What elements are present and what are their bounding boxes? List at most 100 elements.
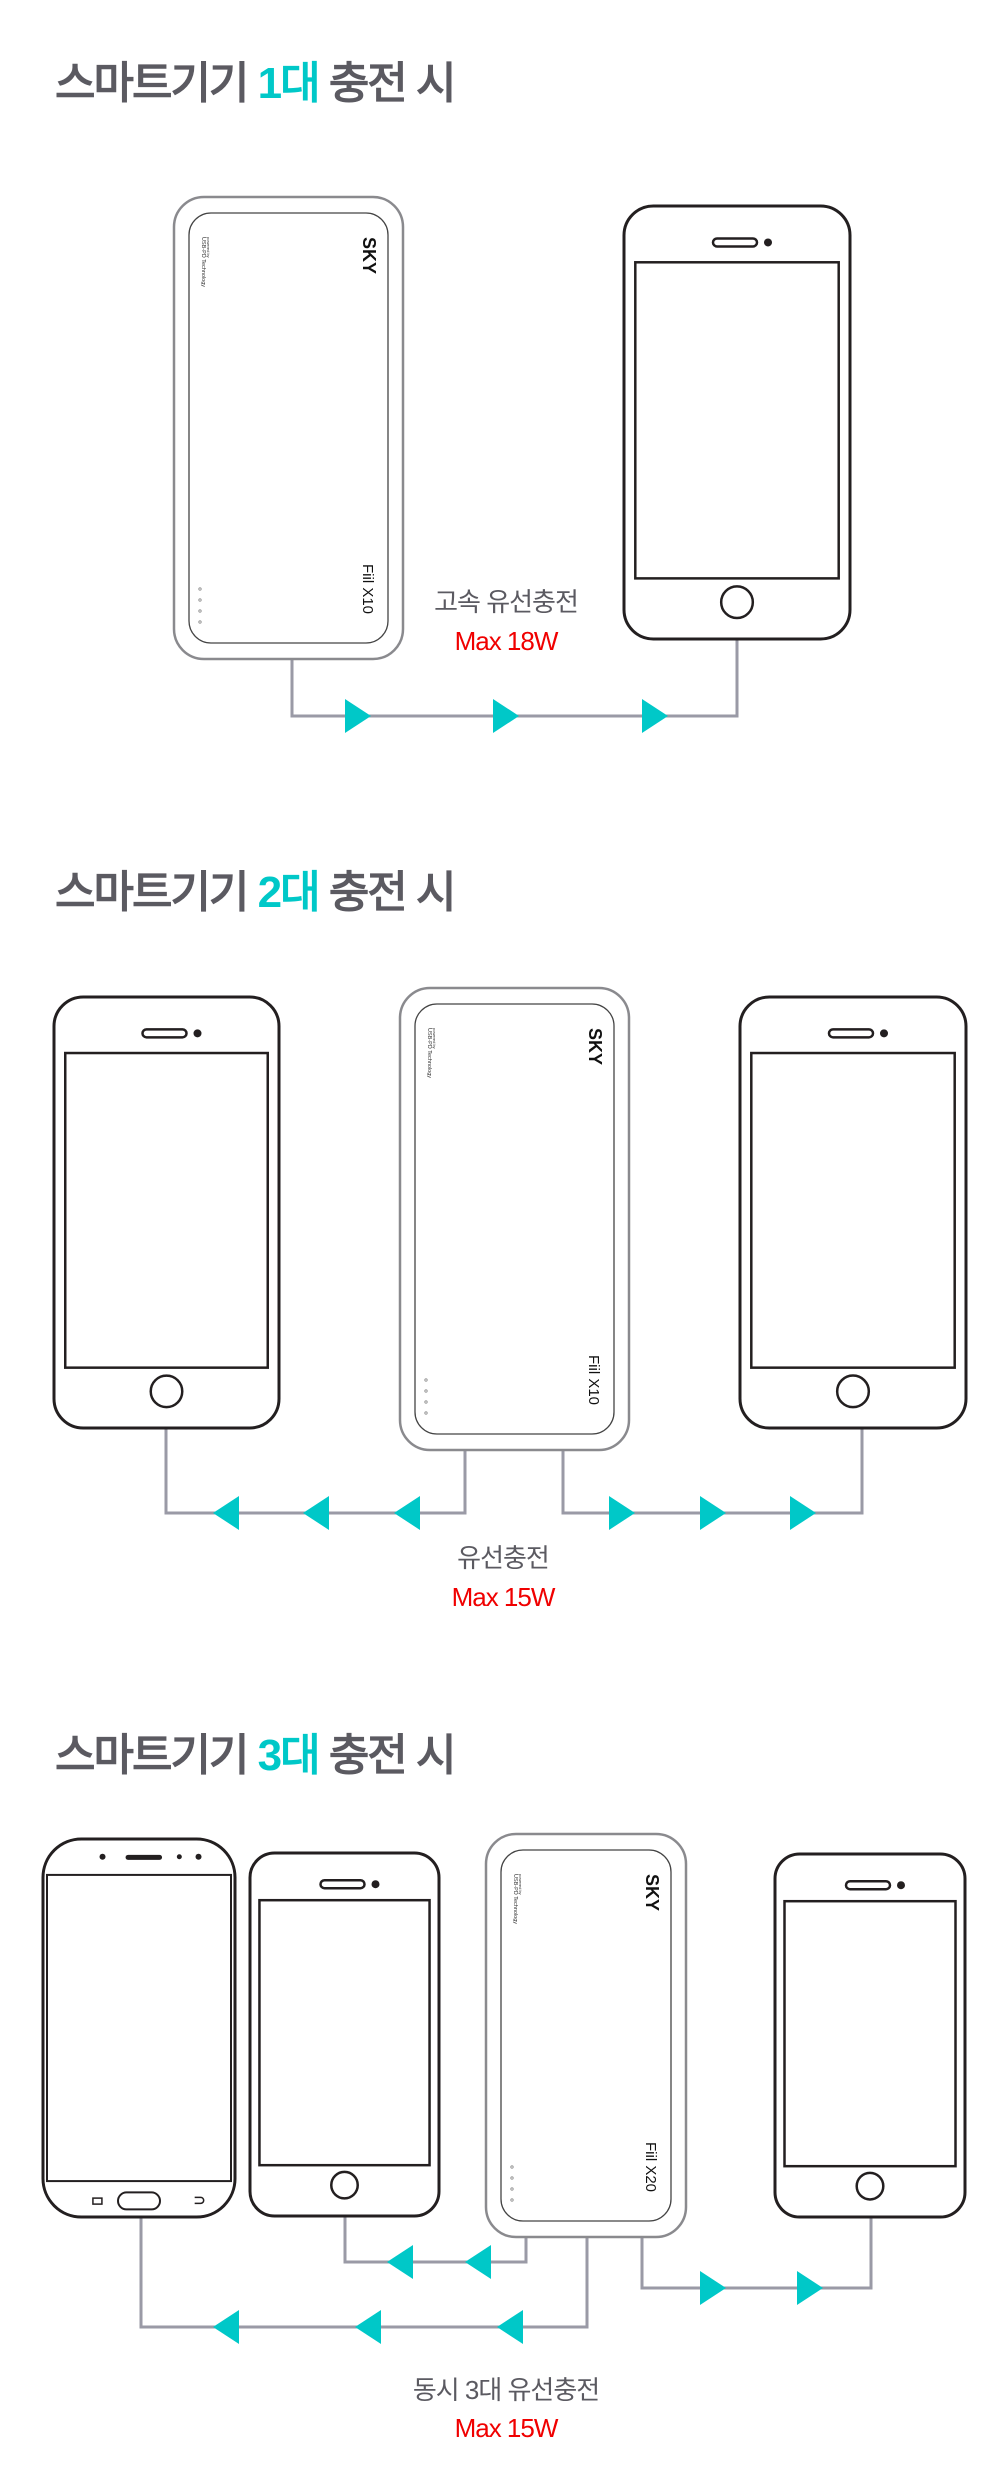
device-count: 2대 (257, 868, 321, 917)
phone-screen (64, 1051, 269, 1369)
arrow-left-icon (387, 2245, 413, 2279)
recent-apps-icon (92, 2197, 103, 2205)
arrow-right-icon (797, 2271, 823, 2305)
arrow-left-icon (497, 2310, 523, 2344)
brand-logo: SKY (585, 1028, 605, 1065)
model-name: Fiil X20 (642, 2142, 659, 2192)
section-2-max-power: Max 15W (451, 1582, 556, 1612)
phone-screen (258, 1898, 431, 2167)
tech-label: USB-PD Technology (426, 1028, 432, 1078)
phone-screen (46, 1873, 232, 2183)
led-indicator-icon (198, 598, 202, 602)
section-3-max-power: Max 15W (454, 2413, 559, 2443)
phone-screen (783, 1899, 957, 2168)
section-2-caption: 유선충전 (457, 1543, 550, 1573)
model-name: Fiil X10 (359, 564, 376, 614)
arrow-left-icon (394, 1496, 420, 1530)
home-button-icon (855, 2171, 885, 2201)
cable (343, 2216, 528, 2264)
android-phone (41, 1837, 237, 2219)
arrow-left-icon (465, 2245, 491, 2279)
home-button-icon (149, 1374, 184, 1409)
title-suffix: 충전 시 (328, 868, 457, 917)
power-bank-face (414, 1003, 615, 1435)
led-indicator-icon (424, 1378, 428, 1382)
home-button-icon (117, 2191, 161, 2211)
led-indicator-icon (424, 1389, 428, 1393)
arrow-right-icon (642, 699, 668, 733)
arrow-right-icon (609, 1496, 635, 1530)
tech-label: USB-PD Technology (512, 1874, 518, 1924)
speaker-icon (125, 1854, 163, 1860)
arrow-left-icon (213, 2310, 239, 2344)
device-count: 3대 (257, 1731, 321, 1780)
arrow-left-icon (355, 2310, 381, 2344)
camera-icon (897, 1881, 905, 1890)
speaker-icon (711, 237, 759, 248)
iphone (52, 995, 281, 1430)
led-indicator-icon (198, 620, 202, 624)
power-bank-face (500, 1849, 672, 2222)
led-indicator-icon (510, 2176, 514, 2180)
iphone (773, 1852, 967, 2219)
phone-screen (750, 1051, 956, 1369)
arrow-right-icon (345, 699, 371, 733)
tagline: powered by (432, 1028, 437, 1049)
camera-icon (880, 1029, 888, 1038)
speaker-icon (827, 1028, 875, 1039)
tagline: powered by (518, 1874, 523, 1895)
led-indicator-icon (510, 2165, 514, 2169)
title-suffix: 충전 시 (328, 59, 457, 108)
device-count: 1대 (257, 59, 321, 108)
iphone (248, 1851, 441, 2218)
led-indicator-icon (510, 2198, 514, 2202)
tagline: powered by (206, 237, 211, 258)
home-button-icon (835, 1374, 871, 1409)
sensor-icon (195, 1853, 202, 1860)
section-3-caption: 동시 3대 유선충전 (412, 2375, 600, 2405)
brand-logo: SKY (642, 1874, 662, 1911)
section-1-caption: 고속 유선충전 (434, 587, 579, 617)
tech-label: USB-PD Technology (200, 237, 206, 287)
arrow-left-icon (213, 1496, 239, 1530)
model-name: Fiil X10 (585, 1355, 602, 1405)
section-1-title: 스마트기기 1대 충전 시 (55, 59, 457, 108)
back-icon (194, 2196, 205, 2205)
iphone (738, 995, 968, 1430)
arrow-left-icon (303, 1496, 329, 1530)
speaker-icon (844, 1879, 892, 1891)
led-indicator-icon (424, 1400, 428, 1404)
home-button-icon (330, 2170, 359, 2200)
iphone (622, 204, 852, 641)
arrow-right-icon (493, 699, 519, 733)
camera-icon (193, 1029, 202, 1038)
arrow-right-icon (700, 1496, 726, 1530)
power-bank-face (188, 212, 389, 644)
home-button-icon (719, 585, 755, 620)
title-suffix: 충전 시 (328, 1731, 457, 1780)
title-prefix: 스마트기기 (55, 59, 249, 108)
speaker-icon (141, 1028, 188, 1039)
section-1-max-power: Max 18W (454, 626, 559, 656)
section-2-title: 스마트기기 2대 충전 시 (55, 868, 457, 917)
title-prefix: 스마트기기 (55, 868, 249, 917)
front-camera-icon (99, 1853, 106, 1860)
cable (640, 2217, 873, 2290)
title-prefix: 스마트기기 (55, 1731, 249, 1780)
led-indicator-icon (424, 1411, 428, 1415)
camera-icon (764, 238, 772, 247)
arrow-right-icon (790, 1496, 816, 1530)
camera-icon (371, 1880, 380, 1889)
section-3-title: 스마트기기 3대 충전 시 (55, 1731, 457, 1780)
led-indicator-icon (510, 2187, 514, 2191)
sensor-icon (176, 1854, 182, 1860)
led-indicator-icon (198, 587, 202, 591)
led-indicator-icon (198, 609, 202, 613)
phone-screen (634, 261, 840, 580)
arrow-right-icon (700, 2271, 726, 2305)
brand-logo: SKY (359, 237, 379, 274)
